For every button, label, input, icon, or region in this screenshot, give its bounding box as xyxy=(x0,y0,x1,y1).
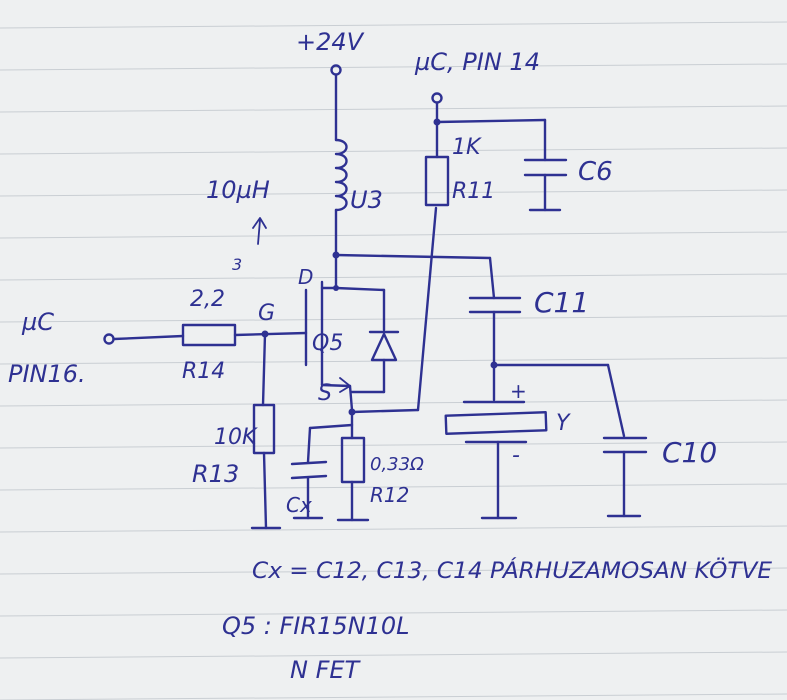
gate-network xyxy=(103,323,308,407)
label-inductor-name: U3 xyxy=(350,186,383,214)
label-piezo-plus: + xyxy=(510,379,527,403)
note-cx: Cx = C12, C13, C14 PÁRHUZAMOSAN KÖTVE xyxy=(252,558,772,584)
label-piezo-minus: - xyxy=(512,443,520,468)
inductor-arrow xyxy=(252,217,267,245)
label-c10: C10 xyxy=(662,436,717,469)
label-c11: C11 xyxy=(534,286,589,319)
mosfet-q5 xyxy=(304,280,400,412)
label-r13-name: R13 xyxy=(192,460,239,488)
label-r14-value: 2,2 xyxy=(190,287,225,312)
label-cx: Cx xyxy=(286,493,312,517)
label-c6: C6 xyxy=(578,157,613,187)
label-inductor-value: 10µH xyxy=(206,176,270,204)
label-r11-value: 1K xyxy=(452,135,482,160)
resistor-r12 xyxy=(336,436,370,522)
label-drain: D xyxy=(298,265,313,289)
drain-node xyxy=(332,251,496,300)
label-r12-name: R12 xyxy=(370,483,409,507)
capacitor-c10 xyxy=(602,436,648,518)
label-gate: G xyxy=(258,301,275,326)
note-q5-line1: Q5 : FIR15N10L xyxy=(222,612,409,640)
label-r11-name: R11 xyxy=(452,179,495,204)
resistor-r13 xyxy=(250,403,282,530)
label-r12-value: 0,33Ω xyxy=(370,454,424,475)
label-uc-left-1: µC xyxy=(21,308,54,336)
inductor-u3 xyxy=(334,138,348,257)
labels: +24V µC, PIN 14 µC PIN16. 2,2 R14 G D S … xyxy=(8,28,772,684)
ruled-lines xyxy=(0,21,787,700)
label-source: S xyxy=(318,381,332,406)
piezo-y xyxy=(444,400,548,520)
capacitor-c11 xyxy=(468,296,626,438)
label-q5: Q5 xyxy=(312,331,343,356)
label-inductor-note: 3 xyxy=(232,255,242,274)
label-piezo-name: Y xyxy=(556,411,571,436)
label-supply: +24V xyxy=(296,28,365,56)
note-q5-line2: N FET xyxy=(290,656,362,684)
label-r13-value: 10K xyxy=(214,425,258,450)
capacitor-cx xyxy=(290,460,328,520)
source-node xyxy=(306,206,438,464)
label-uc-pin14: µC, PIN 14 xyxy=(414,48,540,76)
label-uc-left-2: PIN16. xyxy=(8,360,86,388)
uc-pin14-network xyxy=(424,92,568,212)
label-r14-name: R14 xyxy=(182,359,225,384)
supply-terminal xyxy=(330,64,342,142)
